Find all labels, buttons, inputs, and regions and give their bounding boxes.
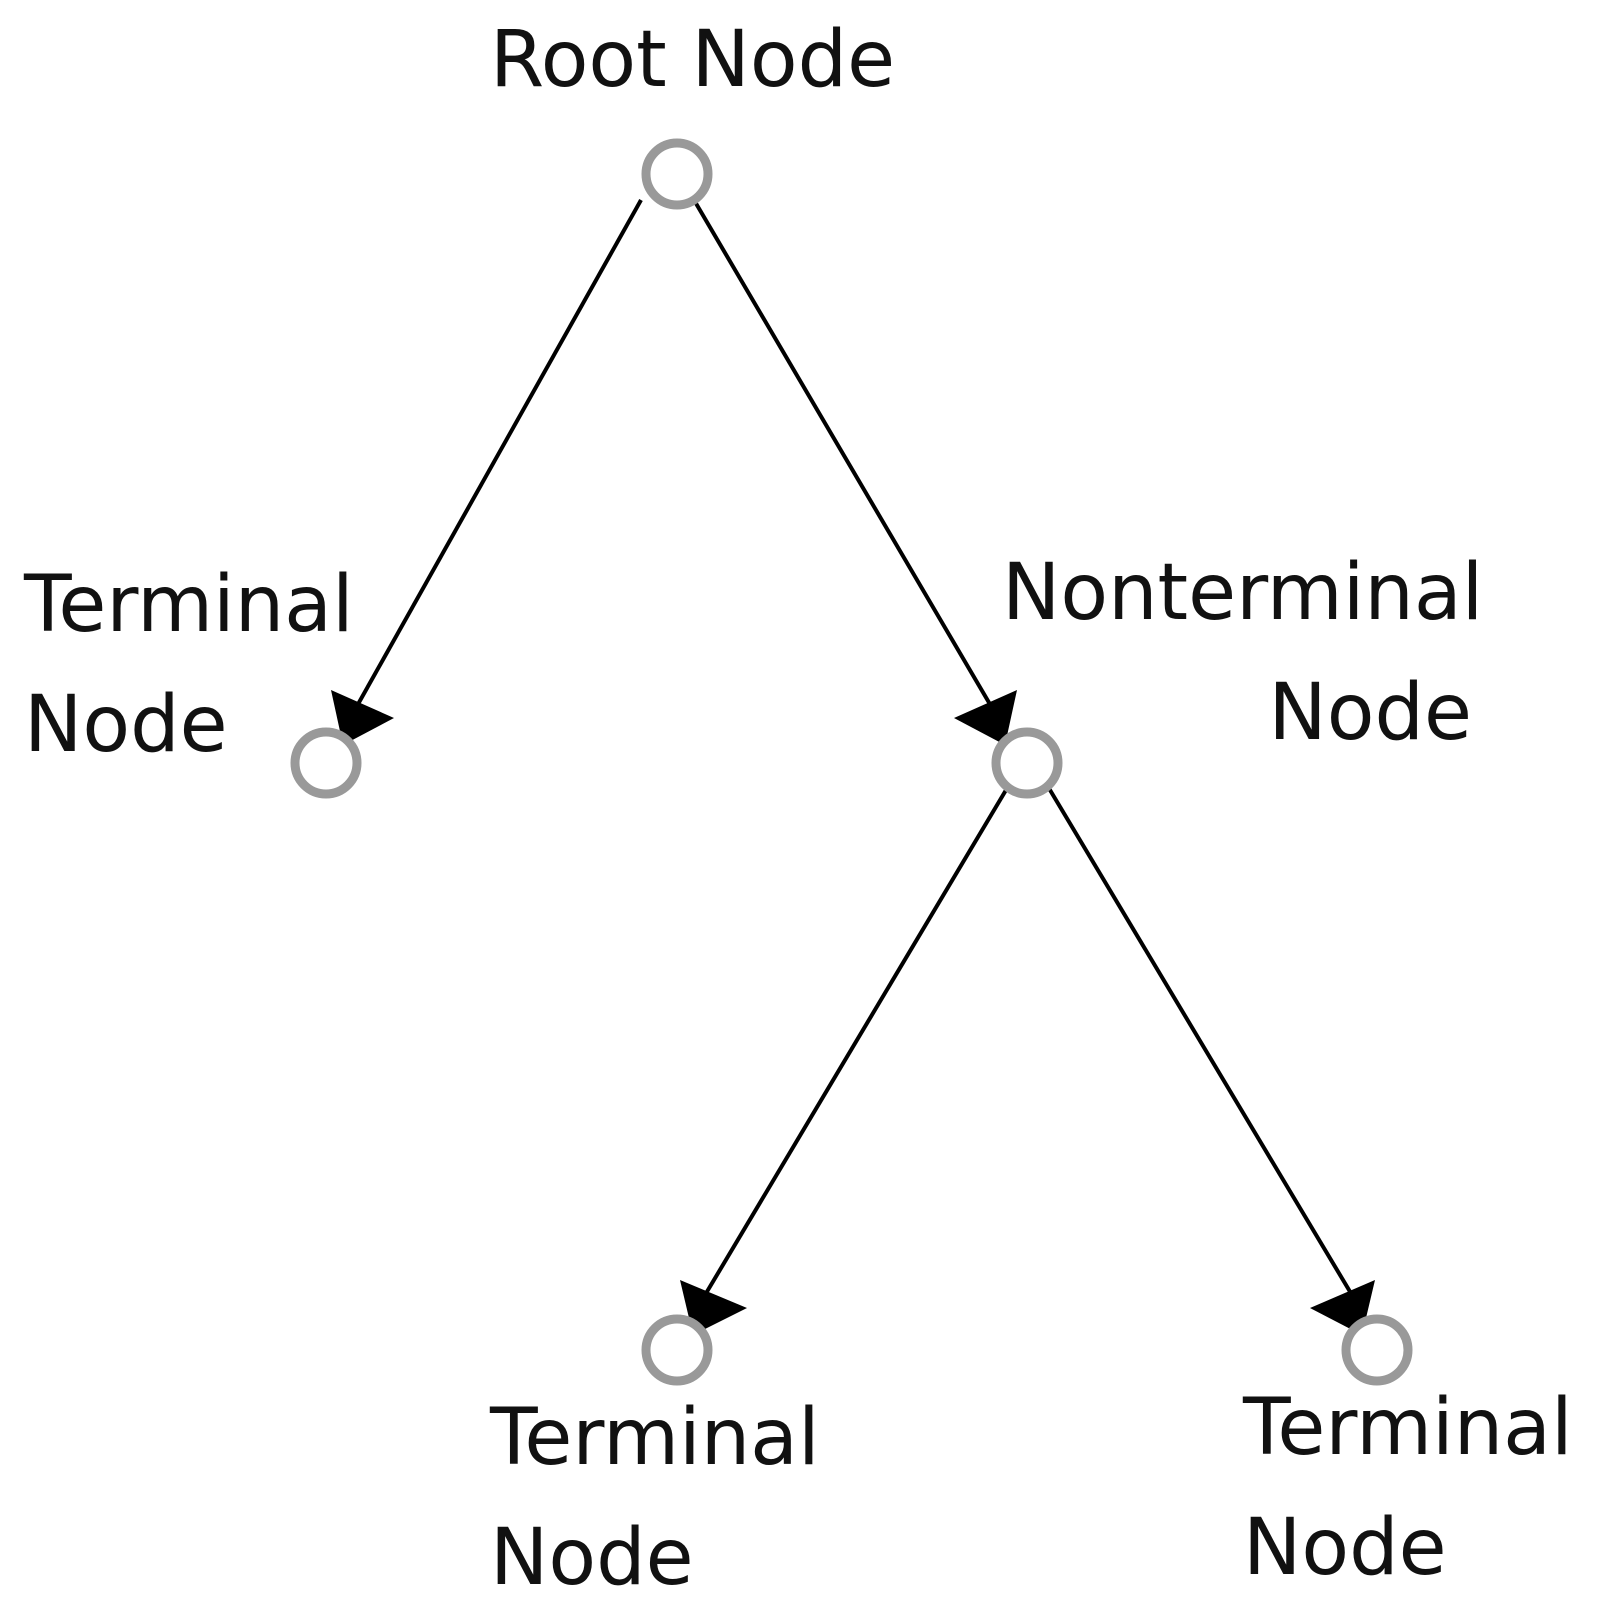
nodes	[290, 138, 1413, 1386]
terminal-bottom-right-node-circle	[1341, 1314, 1413, 1386]
terminal-bottom-left-label-line1: Terminal	[490, 1393, 820, 1483]
root-node-circle	[641, 138, 713, 210]
edges	[331, 198, 1375, 1335]
nonterminal-node-circle	[991, 727, 1063, 799]
terminal-bottom-right-label-line1: Terminal	[1243, 1383, 1573, 1473]
terminal-left-node-circle	[290, 727, 362, 799]
nonterminal-label: Nonterminal Node	[1002, 533, 1484, 773]
edge-nonterminal-to-terminal-bottom-left	[703, 783, 1011, 1297]
terminal-bottom-right-label-line2: Node	[1243, 1503, 1447, 1593]
root-node-label-text: Root Node	[490, 15, 896, 105]
edge-root-to-nonterminal	[692, 198, 993, 708]
nonterminal-label-line2: Node	[1268, 668, 1472, 758]
terminal-bottom-left-node-circle	[641, 1314, 713, 1386]
terminal-bottom-left-label: Terminal Node	[490, 1378, 820, 1618]
root-node-label: Root Node	[490, 0, 895, 120]
edge-nonterminal-to-terminal-bottom-right	[1045, 783, 1354, 1297]
arrowhead-terminal-left	[331, 690, 394, 745]
terminal-bottom-left-label-line2: Node	[490, 1513, 694, 1603]
terminal-bottom-right-label: Terminal Node	[1243, 1368, 1573, 1608]
terminal-left-label-line2: Node	[24, 680, 228, 770]
nonterminal-label-line1: Nonterminal	[1002, 548, 1484, 638]
edge-root-to-terminal-left	[355, 199, 643, 707]
terminal-left-label-line1: Terminal	[24, 560, 354, 650]
arrowhead-nonterminal	[954, 690, 1017, 745]
terminal-left-label: Terminal Node	[24, 545, 354, 785]
